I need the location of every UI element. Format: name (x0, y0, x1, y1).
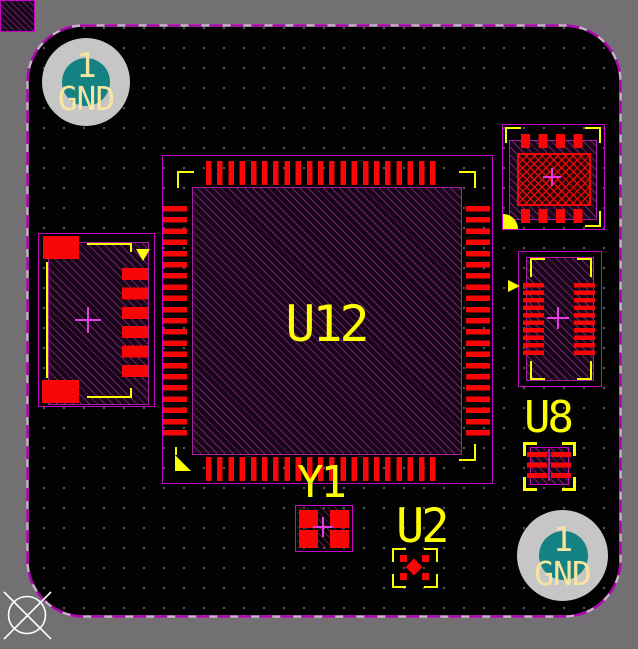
u12-pads-right[interactable] (466, 206, 490, 437)
hole-number: 1 (76, 46, 96, 86)
mounting-hole-drill (62, 58, 110, 106)
connector-left-silk-bottom (87, 396, 132, 398)
u12-designator[interactable]: U12 (285, 295, 369, 353)
y1-designator[interactable]: Y1 (297, 457, 347, 508)
u12-silkscreen-corner-tr (459, 171, 476, 188)
u8-corner-br (577, 361, 592, 380)
ic-top-right-courtyard (502, 124, 605, 230)
u2-corner-tr (424, 548, 438, 562)
ic-small-center-line (548, 449, 550, 481)
u2-corner-br (424, 574, 438, 588)
y1-courtyard (295, 505, 353, 552)
ic-top-right-pads-bottom[interactable] (521, 209, 584, 223)
u2-corner-bl (392, 574, 406, 588)
u12-silkscreen-corner-br (459, 444, 476, 461)
hole-net-label: GND (57, 79, 116, 118)
u12-pads-left[interactable] (163, 206, 187, 437)
connector-left-silk-top (87, 243, 132, 245)
ic-small-pads-left[interactable] (527, 452, 547, 478)
u12-courtyard (162, 155, 493, 484)
u8-courtyard (518, 251, 602, 387)
u8-origin-crosshair (547, 307, 569, 329)
u12-body[interactable] (192, 187, 462, 455)
u2-pad-1[interactable] (400, 555, 407, 562)
connector-left-silk-bottom-corner (130, 388, 132, 398)
ic-top-right-corner-tl (505, 127, 521, 143)
ic-small-corner-bl (523, 477, 537, 491)
connector-left-silk-top-corner (130, 243, 132, 252)
u2-pad-4[interactable] (422, 573, 429, 580)
u12-silkscreen-corner-tl (177, 171, 194, 188)
ic-small-pads-right[interactable] (551, 452, 571, 478)
connector-left-silk-vline (46, 262, 48, 378)
connector-left-pads[interactable] (122, 268, 148, 378)
u8-corner-tl (530, 258, 545, 277)
ic-top-right-thermal-pad[interactable] (517, 153, 591, 206)
y1-pad-2[interactable] (330, 510, 349, 528)
ic-top-right-pads-top[interactable] (521, 134, 584, 148)
connector-left-origin-crosshair (75, 307, 101, 333)
ic-top-right-origin-crosshair (543, 168, 561, 186)
u8-pads-left[interactable] (523, 283, 544, 356)
ic-small-corner-tl (523, 442, 537, 456)
connector-left-mount-pad-bottom[interactable] (42, 380, 79, 403)
hole-net-label: GND (534, 554, 592, 593)
ic-small-corner-br (562, 477, 576, 491)
u2-pad-2[interactable] (422, 555, 429, 562)
mounting-hole-drill (539, 531, 588, 580)
u12-silkscreen-corner-bl (175, 447, 177, 455)
u12-pads-bottom[interactable] (206, 457, 437, 481)
u2-pad-3[interactable] (400, 573, 407, 580)
u8-corner-tr (577, 258, 592, 277)
ic-top-right-corner-br (585, 211, 601, 227)
u2-body[interactable] (0, 0, 35, 32)
connector-left-mount-pad-top[interactable] (43, 236, 79, 259)
origin-marker-icon (3, 591, 52, 640)
y1-pad-4[interactable] (330, 530, 349, 548)
u2-designator[interactable]: U2 (396, 499, 450, 554)
ic-small-corner-tr (562, 442, 576, 456)
u8-pads-right[interactable] (574, 283, 595, 356)
connector-left-courtyard (38, 233, 155, 407)
y1-origin-crosshair (313, 517, 333, 537)
u8-designator[interactable]: U8 (524, 392, 574, 443)
u12-pads-top[interactable] (206, 161, 437, 185)
u2-corner-tl (392, 548, 406, 562)
hole-number: 1 (552, 520, 573, 560)
ic-top-right-corner-tr (585, 127, 601, 143)
u8-corner-bl (530, 361, 545, 380)
